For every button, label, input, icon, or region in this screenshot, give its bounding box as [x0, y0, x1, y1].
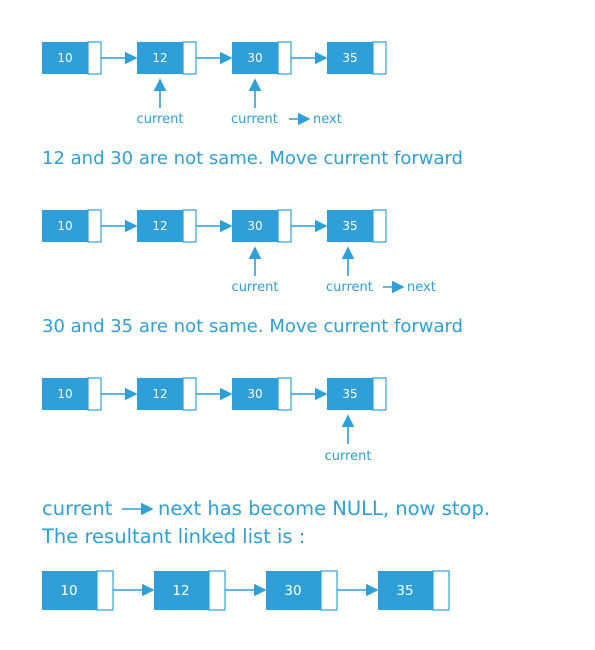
current-next-label-right: next — [313, 112, 342, 127]
result-list: 10 12 30 35 — [42, 570, 450, 611]
node-value: 10 — [57, 387, 72, 401]
node-30: 30 — [232, 41, 292, 75]
step-2-list: 10 12 30 35 — [42, 209, 387, 243]
node-12: 12 — [154, 570, 226, 611]
step-1-list: 10 12 30 35 — [42, 41, 387, 75]
node-35: 35 — [327, 41, 387, 75]
node-value: 12 — [172, 583, 189, 599]
node-12: 12 — [137, 377, 197, 411]
node-value: 35 — [342, 51, 357, 65]
node-value: 30 — [247, 387, 262, 401]
node-value: 30 — [247, 219, 262, 233]
node-value: 12 — [152, 219, 167, 233]
current-label: current — [325, 449, 372, 464]
node-30: 30 — [232, 209, 292, 243]
node-value: 10 — [57, 219, 72, 233]
final-line-1-right: next has become NULL, now stop. — [158, 497, 490, 520]
node-value: 30 — [247, 51, 262, 65]
node-10: 10 — [42, 41, 102, 75]
current-next-label-left: current — [231, 112, 278, 127]
final-line-2: The resultant linked list is : — [41, 525, 305, 548]
node-value: 35 — [342, 387, 357, 401]
node-value: 30 — [284, 583, 301, 599]
node-10: 10 — [42, 209, 102, 243]
step-2-caption: 30 and 35 are not same. Move current for… — [42, 316, 463, 337]
current-label: current — [232, 280, 279, 295]
node-30: 30 — [232, 377, 292, 411]
node-value: 10 — [60, 583, 77, 599]
current-label: current — [137, 112, 184, 127]
step-1-caption: 12 and 30 are not same. Move current for… — [42, 148, 463, 169]
node-value: 10 — [57, 51, 72, 65]
node-value: 35 — [342, 219, 357, 233]
current-next-label-right: next — [407, 280, 436, 295]
node-30: 30 — [266, 570, 338, 611]
current-next-label-left: current — [326, 280, 373, 295]
node-10: 10 — [42, 570, 114, 611]
final-line-1-left: current — [42, 497, 113, 520]
node-value: 12 — [152, 387, 167, 401]
node-35: 35 — [327, 209, 387, 243]
step-3-list: 10 12 30 35 — [42, 377, 387, 411]
node-value: 35 — [396, 583, 413, 599]
node-12: 12 — [137, 41, 197, 75]
node-35: 35 — [378, 570, 450, 611]
node-value: 12 — [152, 51, 167, 65]
node-35: 35 — [327, 377, 387, 411]
node-10: 10 — [42, 377, 102, 411]
node-12: 12 — [137, 209, 197, 243]
